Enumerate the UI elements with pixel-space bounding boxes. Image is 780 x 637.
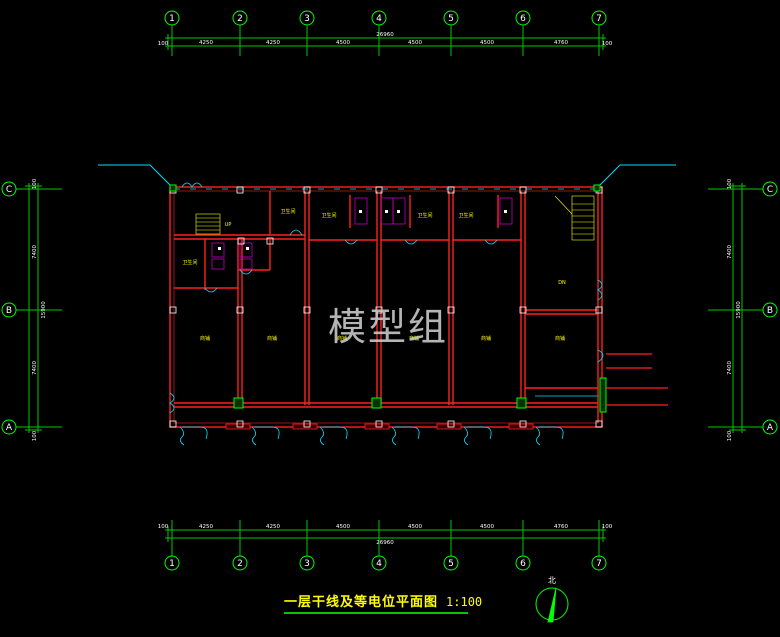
left-dim-lower: 7400 (32, 361, 38, 375)
axis-bubble-bottom-2 (232, 555, 248, 571)
room-label-office-1: 商铺 (200, 335, 210, 342)
room-label-toilet-5: 卫生间 (458, 212, 473, 219)
left-dim-edge-bottom: 100 (32, 430, 38, 441)
room-label-toilet-2: 卫生间 (280, 208, 295, 215)
axis-label-left-A: A (6, 423, 13, 433)
drawing-scale: 1:100 (446, 595, 483, 609)
axis-label-right-C: C (767, 185, 773, 195)
left-dim-upper: 7400 (32, 245, 38, 259)
top-dim-span-6: 4760 (554, 40, 568, 46)
axis-label-bottom-5: 5 (448, 559, 454, 569)
bottom-dim-total: 26960 (376, 540, 394, 546)
incoming-feeders (606, 353, 668, 406)
axis-label-top-6: 6 (520, 14, 526, 24)
room-label-office-5: 商铺 (481, 335, 491, 342)
axis-label-bottom-7: 7 (596, 559, 602, 569)
bottom-dim-edge-right: 100 (602, 524, 613, 530)
top-dim-span-1: 4250 (199, 40, 213, 46)
bottom-dim-span-2: 4250 (266, 524, 280, 530)
stair-right (554, 195, 595, 241)
top-dim-edge-right: 100 (602, 41, 613, 47)
axis-label-bottom-1: 1 (169, 559, 175, 569)
axis-label-top-1: 1 (169, 14, 175, 24)
axis-bubble-bottom-7 (591, 555, 607, 571)
axis-bubble-bottom-4 (371, 555, 387, 571)
axis-bubble-bottom-5 (443, 555, 459, 571)
room-label-office-2: 商铺 (267, 335, 277, 342)
right-dim-lower: 7400 (727, 361, 733, 375)
title-underline (284, 612, 468, 614)
top-dim-span-5: 4500 (480, 40, 494, 46)
axis-bubble-left-C (1, 181, 17, 197)
top-dim-edge-left: 100 (158, 41, 169, 47)
north-arrow: 北 (535, 576, 569, 623)
left-dim-edge-top: 100 (32, 178, 38, 189)
room-label-office-4: 商铺 (409, 335, 419, 342)
room-label-office-6: 商铺 (555, 335, 565, 342)
room-label-office-3: 商铺 (337, 335, 347, 342)
axis-label-left-C: C (6, 185, 12, 195)
axis-label-top-7: 7 (596, 14, 602, 24)
axis-bubble-left-A (1, 419, 17, 435)
bottom-dim-span-4: 4500 (408, 524, 422, 530)
top-dim-total: 26960 (376, 32, 394, 38)
axis-bubble-right-A (762, 419, 778, 435)
bottom-dim-span-1: 4250 (199, 524, 213, 530)
axis-label-left-B: B (6, 306, 12, 316)
stair-left (195, 213, 221, 235)
axis-label-right-B: B (767, 306, 773, 316)
right-dim-total: 15900 (736, 301, 742, 319)
top-dim-span-2: 4250 (266, 40, 280, 46)
bottom-dim-edge-left: 100 (158, 524, 169, 530)
north-label: 北 (548, 576, 556, 585)
axis-bubble-bottom-3 (299, 555, 315, 571)
axis-label-bottom-3: 3 (304, 559, 310, 569)
drawing-caption: 一层干线及等电位平面图 1:100 (284, 591, 482, 613)
right-dim-edge-bottom: 100 (727, 430, 733, 441)
stair-label-dn: DN (558, 280, 566, 286)
room-label-toilet-4: 卫生间 (417, 212, 432, 219)
room-label-toilet-3: 卫生间 (321, 212, 336, 219)
axis-bubble-right-C (762, 181, 778, 197)
storefront-windows (174, 188, 598, 446)
axis-bubble-bottom-6 (515, 555, 531, 571)
axis-label-top-5: 5 (448, 14, 454, 24)
axis-label-bottom-6: 6 (520, 559, 526, 569)
axis-bubble-right-B (762, 302, 778, 318)
bottom-dim-span-3: 4500 (336, 524, 350, 530)
axis-label-bottom-4: 4 (376, 559, 382, 569)
doors (169, 182, 604, 414)
right-dim-upper: 7400 (727, 245, 733, 259)
top-axis-bubbles (164, 10, 607, 26)
watermark: 模型组 (328, 305, 449, 349)
stair-label-up: UP (225, 222, 232, 228)
axis-label-bottom-2: 2 (237, 559, 243, 569)
equipotential-boxes (169, 184, 607, 413)
top-dim-span-4: 4500 (408, 40, 422, 46)
axis-bubble-bottom-1 (164, 555, 180, 571)
axis-label-right-A: A (767, 423, 774, 433)
left-dim-total: 15900 (41, 301, 47, 319)
axis-label-top-4: 4 (376, 14, 382, 24)
axis-label-top-3: 3 (304, 14, 310, 24)
axis-label-top-2: 2 (237, 14, 243, 24)
right-dim-edge-top: 100 (727, 178, 733, 189)
bottom-dim-span-5: 4500 (480, 524, 494, 530)
bottom-dim-span-6: 4760 (554, 524, 568, 530)
site-boundary (98, 164, 676, 186)
room-label-toilet-1: 卫生间 (182, 259, 197, 266)
toilet-fixtures (211, 197, 513, 270)
drawing-title: 一层干线及等电位平面图 (284, 595, 439, 610)
top-dim-span-3: 4500 (336, 40, 350, 46)
axis-bubble-left-B (1, 302, 17, 318)
